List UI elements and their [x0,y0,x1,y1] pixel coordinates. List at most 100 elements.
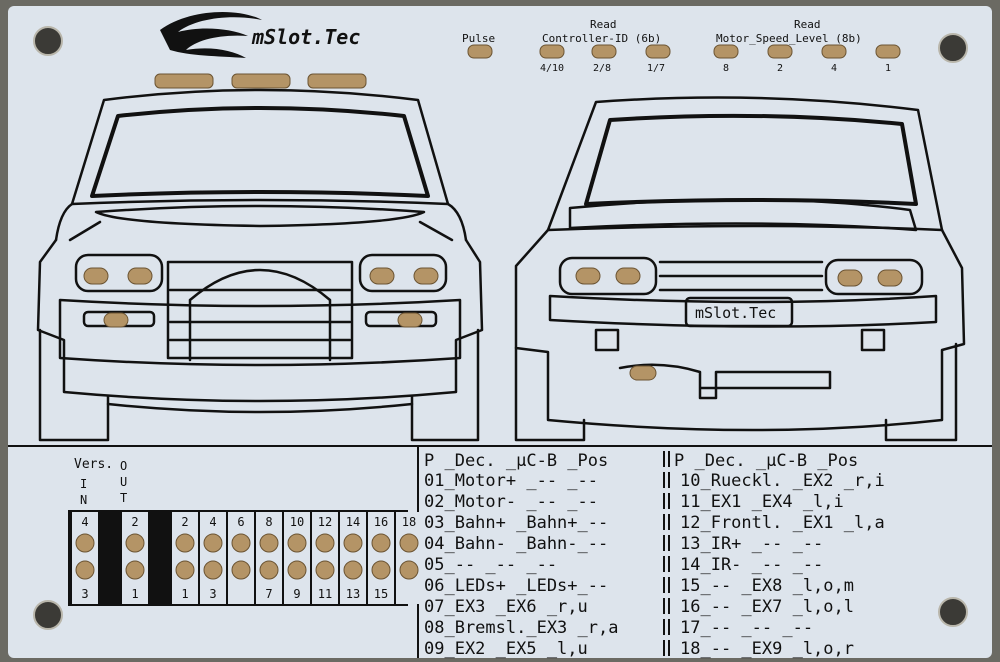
connector-top-number: 8 [265,515,272,529]
logo: mSlot.Tec [160,11,360,58]
table-row-left: 01_Motor+ _-- _-- [424,471,598,491]
mount-hole-top-right [938,33,968,63]
table-row-right: 17_-- _-- _-- [680,618,813,638]
connector-top-number: 2 [131,515,138,529]
connector-pin-bottom[interactable] [315,560,335,580]
connector-cell [340,512,366,604]
connector-cell [172,512,198,604]
connector-pin-top[interactable] [371,533,391,553]
connector-bottom-number: 7 [265,587,272,601]
connector-bottom-number: 3 [81,587,88,601]
connector-bottom-number: 1 [181,587,188,601]
car-front-drawing [36,73,484,442]
connector-pin-top[interactable] [287,533,307,553]
connector-pin-bottom[interactable] [371,560,391,580]
connector-pin-top[interactable] [231,533,251,553]
out-label-t: T [120,491,127,505]
connector-cell [122,512,148,604]
speed-pos-4: 1 [885,63,891,74]
connector-top-number: 4 [81,515,88,529]
connector-pin-bottom[interactable] [399,560,419,580]
table-row-right: 12_Frontl. _EX1 _l,a [680,513,885,533]
connector-bottom-number: 9 [293,587,300,601]
connector-pin-top[interactable] [399,533,419,553]
speed-read-label: Read [794,18,821,31]
table-row-left: 02_Motor- _-- _-- [424,492,598,512]
connector-pin-bottom[interactable] [231,560,251,580]
table-row-right: 13_IR+ _-- _-- [680,534,823,554]
table-row-left: 08_Bremsl._EX3 _r,a [424,618,618,638]
connector-pin-top[interactable] [259,533,279,553]
logo-text: mSlot.Tec [251,25,360,49]
connector-pin-top[interactable] [343,533,363,553]
controller-pad-2[interactable] [591,44,617,59]
mount-hole-top-left [33,26,63,56]
connector-pin-top[interactable] [175,533,195,553]
car-front-pads [83,267,439,328]
connector-top-number: 14 [346,515,360,529]
connector-pin-bottom[interactable] [125,560,145,580]
controller-id-label: Controller-ID (6b) [542,32,661,45]
speed-pad-3[interactable] [821,44,847,59]
header-pads [467,44,901,59]
connector-pin-top[interactable] [75,533,95,553]
connector-top-number: 2 [181,515,188,529]
speed-pos-2: 2 [777,63,783,74]
table-row-left: 09_EX2 _EX5 _l,u [424,639,588,659]
connector-top-number: 16 [374,515,388,529]
connector-pin-bottom[interactable] [75,560,95,580]
car-rear-drawing [514,96,966,442]
connector-pin-bottom[interactable] [259,560,279,580]
table-row-left: 03_Bahn+ _Bahn+_-- [424,513,608,533]
controller-pad-1[interactable] [539,44,565,59]
in-label-i: I [80,477,87,491]
speed-pad-2[interactable] [767,44,793,59]
controller-pos-3: 1/7 [647,63,665,74]
table-row-right: 16_-- _EX7 _l,o,l [680,597,854,617]
controller-pos-1: 4/10 [540,63,564,74]
connector-top-number: 12 [318,515,332,529]
speed-pad-4[interactable] [875,44,901,59]
connector-top-number: 18 [402,515,416,529]
connector-pin-top[interactable] [203,533,223,553]
connector-pin-top[interactable] [125,533,145,553]
car-rear-pads [575,267,903,381]
table-header-right: P _Dec. _μC-B _Pos [674,451,858,471]
connector-bottom-number: 3 [209,587,216,601]
speed-pos-3: 4 [831,63,837,74]
mount-hole-bottom-right [938,597,968,627]
out-label-o: O [120,459,127,473]
license-plate-text: mSlot.Tec [695,304,776,322]
connector-pin-bottom[interactable] [287,560,307,580]
connector-cell [396,512,422,604]
connector-top-number: 10 [290,515,304,529]
connector-cell [368,512,394,604]
controller-read-label: Read [590,18,617,31]
table-header-left: P _Dec. _μC-B _Pos [424,451,608,471]
connector-pin-top[interactable] [315,533,335,553]
table-row-left: 05_-- _-- _-- [424,555,557,575]
table-row-right: 18_-- _EX9 _l,o,r [680,639,854,659]
connector-cell [72,512,98,604]
connector-pin-bottom[interactable] [175,560,195,580]
connector-pin-bottom[interactable] [203,560,223,580]
connector-bottom-number: 13 [346,587,360,601]
pulse-pad[interactable] [467,44,493,59]
speed-pad-1[interactable] [713,44,739,59]
table-row-left: 04_Bahn- _Bahn-_-- [424,534,608,554]
logo-swoosh-icon [160,11,262,58]
connector-bottom-number: 15 [374,587,388,601]
pin-table: P _Dec. _μC-B _Pos P _Dec. _μC-B _Pos 01… [424,451,885,659]
out-label-u: U [120,475,127,489]
vers-label: Vers. [74,457,113,472]
connector-cell [200,512,226,604]
connector-cell [256,512,282,604]
connector-pin-bottom[interactable] [343,560,363,580]
table-row-right: 11_EX1 _EX4 _l,i [680,492,844,512]
in-label-n: N [80,493,87,507]
pulse-label: Pulse [462,32,495,45]
controller-pad-3[interactable] [645,44,671,59]
connector-top-number: 4 [209,515,216,529]
